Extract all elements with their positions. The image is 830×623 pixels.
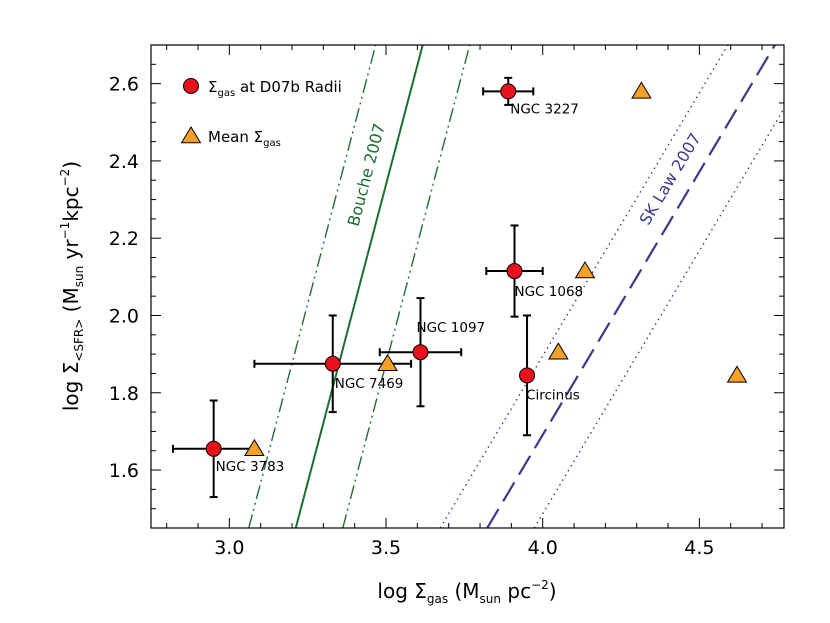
legend-circle-marker xyxy=(183,78,199,94)
triangle-marker xyxy=(726,365,748,383)
y-tick-label: 2.6 xyxy=(109,74,139,96)
point-label-ngc-7469: NGC 7469 xyxy=(335,376,404,392)
relation-line-4 xyxy=(439,45,729,528)
relation-label-bouche-2007: Bouche 2007 xyxy=(344,121,389,228)
legend-triangle-marker xyxy=(180,126,202,144)
plot-frame xyxy=(150,44,785,529)
y-tick-label: 2.2 xyxy=(109,228,139,250)
point-label-ngc-1068: NGC 1068 xyxy=(515,284,584,300)
axes: 3.0 3.5 4.0 4.5 1.6 1.8 2.0 2.2 2.4 2.6 xyxy=(109,44,785,559)
relation-lines xyxy=(248,45,784,528)
point-label-ngc-3227: NGC 3227 xyxy=(510,101,579,117)
circle-marker-ngc-1097 xyxy=(412,344,429,361)
y-axis-title: log Σ<SFR> (Msun yr−1kpc−2) xyxy=(58,161,86,411)
x-axis-title: log Σgas (Msun pc−2) xyxy=(377,578,556,606)
relation-line-2 xyxy=(342,45,471,528)
point-label-ngc-1097: NGC 1097 xyxy=(416,320,485,336)
y-tick-label: 2.4 xyxy=(109,151,139,173)
relation-line-sk-law-2007 xyxy=(486,45,776,528)
relation-line-5 xyxy=(533,107,784,528)
relation-line-bouche-2007 xyxy=(294,45,424,528)
x-tick-label: 4.5 xyxy=(684,537,714,559)
y-tick-label: 1.8 xyxy=(109,383,139,405)
triangle-marker xyxy=(574,261,596,279)
relation-line-1 xyxy=(248,45,377,528)
point-label-ngc-3783: NGC 3783 xyxy=(216,459,285,475)
x-tick-label: 4.0 xyxy=(528,537,558,559)
triangle-marker xyxy=(548,342,569,360)
legend-label-1: Mean Σgas xyxy=(208,128,281,149)
circle-marker-ngc-1068 xyxy=(506,263,523,280)
circle-marker-circinus xyxy=(519,367,536,384)
y-tick-label: 2.0 xyxy=(109,305,139,327)
circle-marker-ngc-3783 xyxy=(205,440,222,457)
x-tick-label: 3.0 xyxy=(214,537,244,559)
circle-marker-ngc-7469 xyxy=(324,355,341,372)
triangle-marker xyxy=(244,438,265,457)
y-tick-label: 1.6 xyxy=(109,460,139,482)
legend-label-0: Σgas at D07b Radii xyxy=(208,78,342,99)
circle-marker-ngc-3227 xyxy=(500,83,517,100)
point-label-circinus: Circinus xyxy=(526,387,580,403)
triangle-marker xyxy=(377,353,398,372)
triangle-marker xyxy=(631,81,652,99)
data-markers xyxy=(205,81,748,457)
x-tick-label: 3.5 xyxy=(371,537,401,559)
